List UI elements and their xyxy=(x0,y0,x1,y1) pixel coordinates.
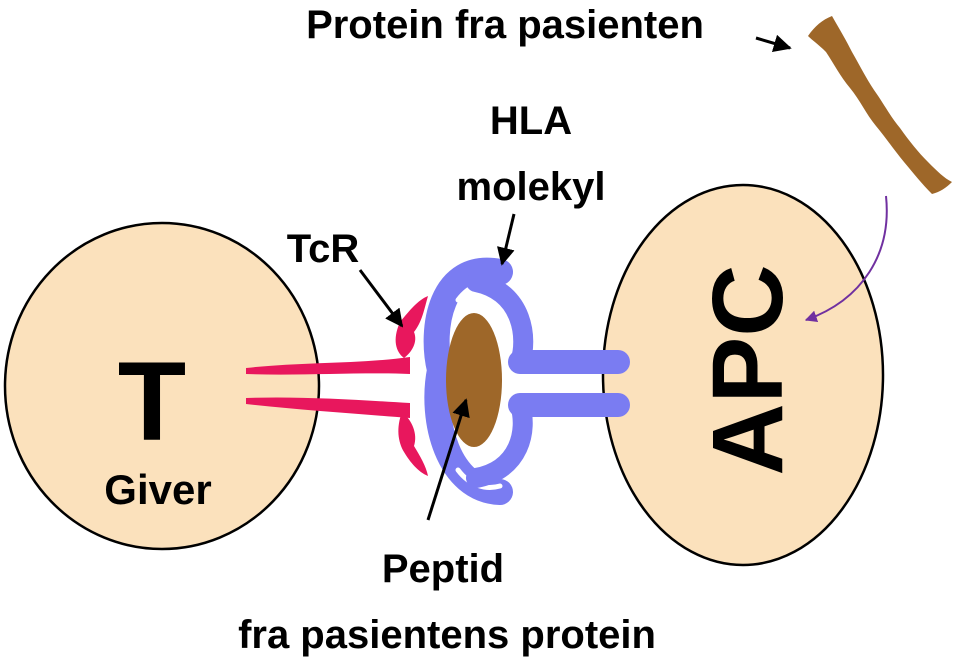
protein-uptake-arrow xyxy=(804,195,888,323)
apc-cell xyxy=(601,183,885,567)
hla-label-line2: molekyl xyxy=(457,165,606,209)
peptide xyxy=(446,313,502,447)
protein-label: Protein fra pasienten xyxy=(306,3,704,47)
hla-molecule xyxy=(423,257,630,505)
t-cell xyxy=(3,221,321,551)
tcr-label: TcR xyxy=(287,227,360,271)
peptid-label-line2: fra pasientens protein xyxy=(238,613,656,657)
hla-label-line1: HLA xyxy=(490,99,572,143)
hla-pointer-arrow xyxy=(497,213,516,266)
tcr-pointer-arrow xyxy=(358,269,404,328)
peptid-pointer-arrow xyxy=(426,398,470,521)
patient-protein xyxy=(808,16,952,194)
peptid-label-line1: Peptid xyxy=(382,547,504,591)
protein-pointer-arrow xyxy=(755,34,792,53)
apc-label: APC xyxy=(692,264,804,475)
tcr-receptor xyxy=(246,296,428,476)
t-cell-label: T xyxy=(118,339,186,464)
giver-label: Giver xyxy=(104,466,211,513)
